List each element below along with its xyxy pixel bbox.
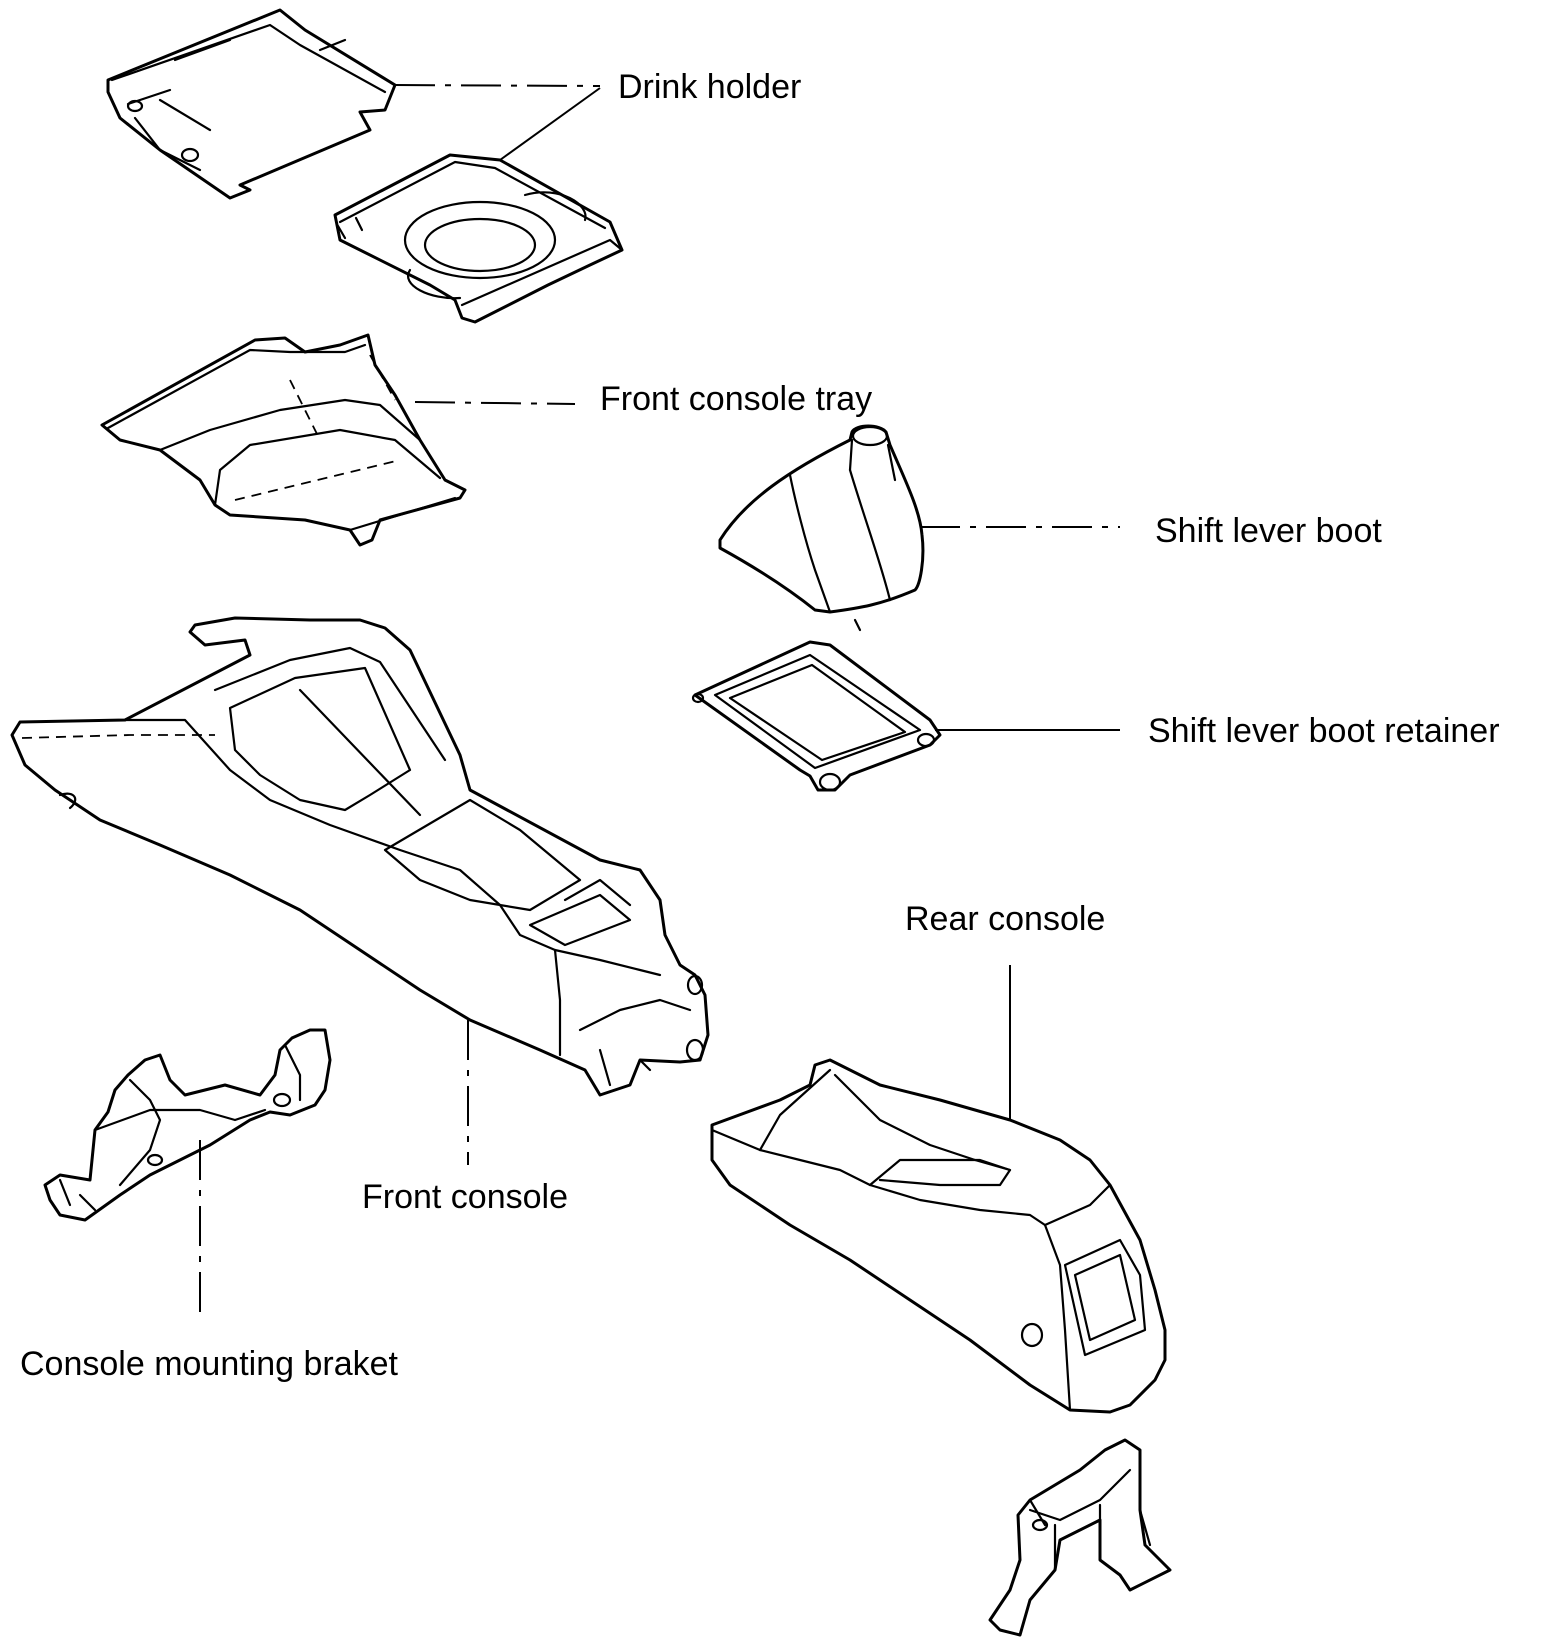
drink-holder-cup-tray bbox=[333, 153, 624, 324]
label-front-console: Front console bbox=[362, 1178, 568, 1216]
rear-console-bracket-part bbox=[988, 1438, 1172, 1637]
label-shift-lever-boot-retainer: Shift lever boot retainer bbox=[1148, 712, 1500, 750]
leader-drink-holder-tray bbox=[499, 87, 601, 161]
rear-console-part bbox=[710, 1058, 1167, 1414]
leader-lines bbox=[199, 84, 1120, 1315]
label-console-mounting-braket: Console mounting braket bbox=[20, 1345, 399, 1383]
label-front-console-tray: Front console tray bbox=[600, 380, 872, 418]
drink-holder-frame bbox=[106, 8, 397, 200]
console-mounting-braket-part bbox=[43, 1028, 332, 1222]
label-rear-console: Rear console bbox=[905, 900, 1105, 938]
shift-lever-boot-retainer-part bbox=[691, 640, 942, 792]
leader-drink-holder-frame bbox=[394, 84, 601, 87]
shift-lever-boot-part bbox=[718, 424, 925, 632]
label-shift-lever-boot: Shift lever boot bbox=[1155, 512, 1382, 550]
label-drink-holder: Drink holder bbox=[618, 68, 801, 106]
front-console-part bbox=[10, 616, 710, 1097]
leader-front-console-tray bbox=[414, 401, 576, 405]
front-console-tray-part bbox=[100, 333, 467, 547]
